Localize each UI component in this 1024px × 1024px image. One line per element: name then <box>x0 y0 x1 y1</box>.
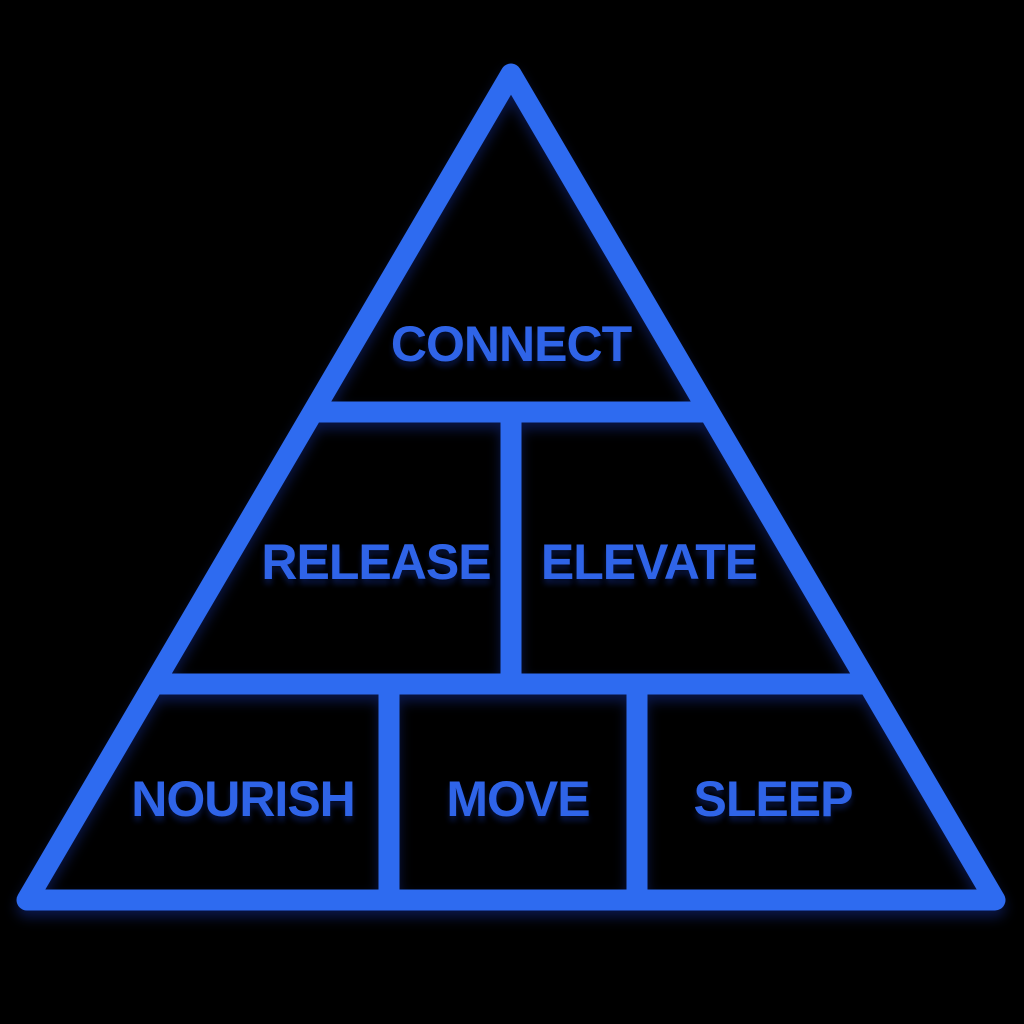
pyramid-cell-move: MOVE <box>446 771 590 827</box>
pyramid-cell-connect: CONNECT <box>390 316 632 372</box>
pyramid-cell-nourish: NOURISH <box>131 771 356 827</box>
pyramid-cell-elevate: ELEVATE <box>540 534 758 590</box>
pyramid-cell-sleep: SLEEP <box>693 771 854 827</box>
pyramid-cell-release: RELEASE <box>261 534 491 590</box>
pyramid-outline <box>16 63 1006 911</box>
